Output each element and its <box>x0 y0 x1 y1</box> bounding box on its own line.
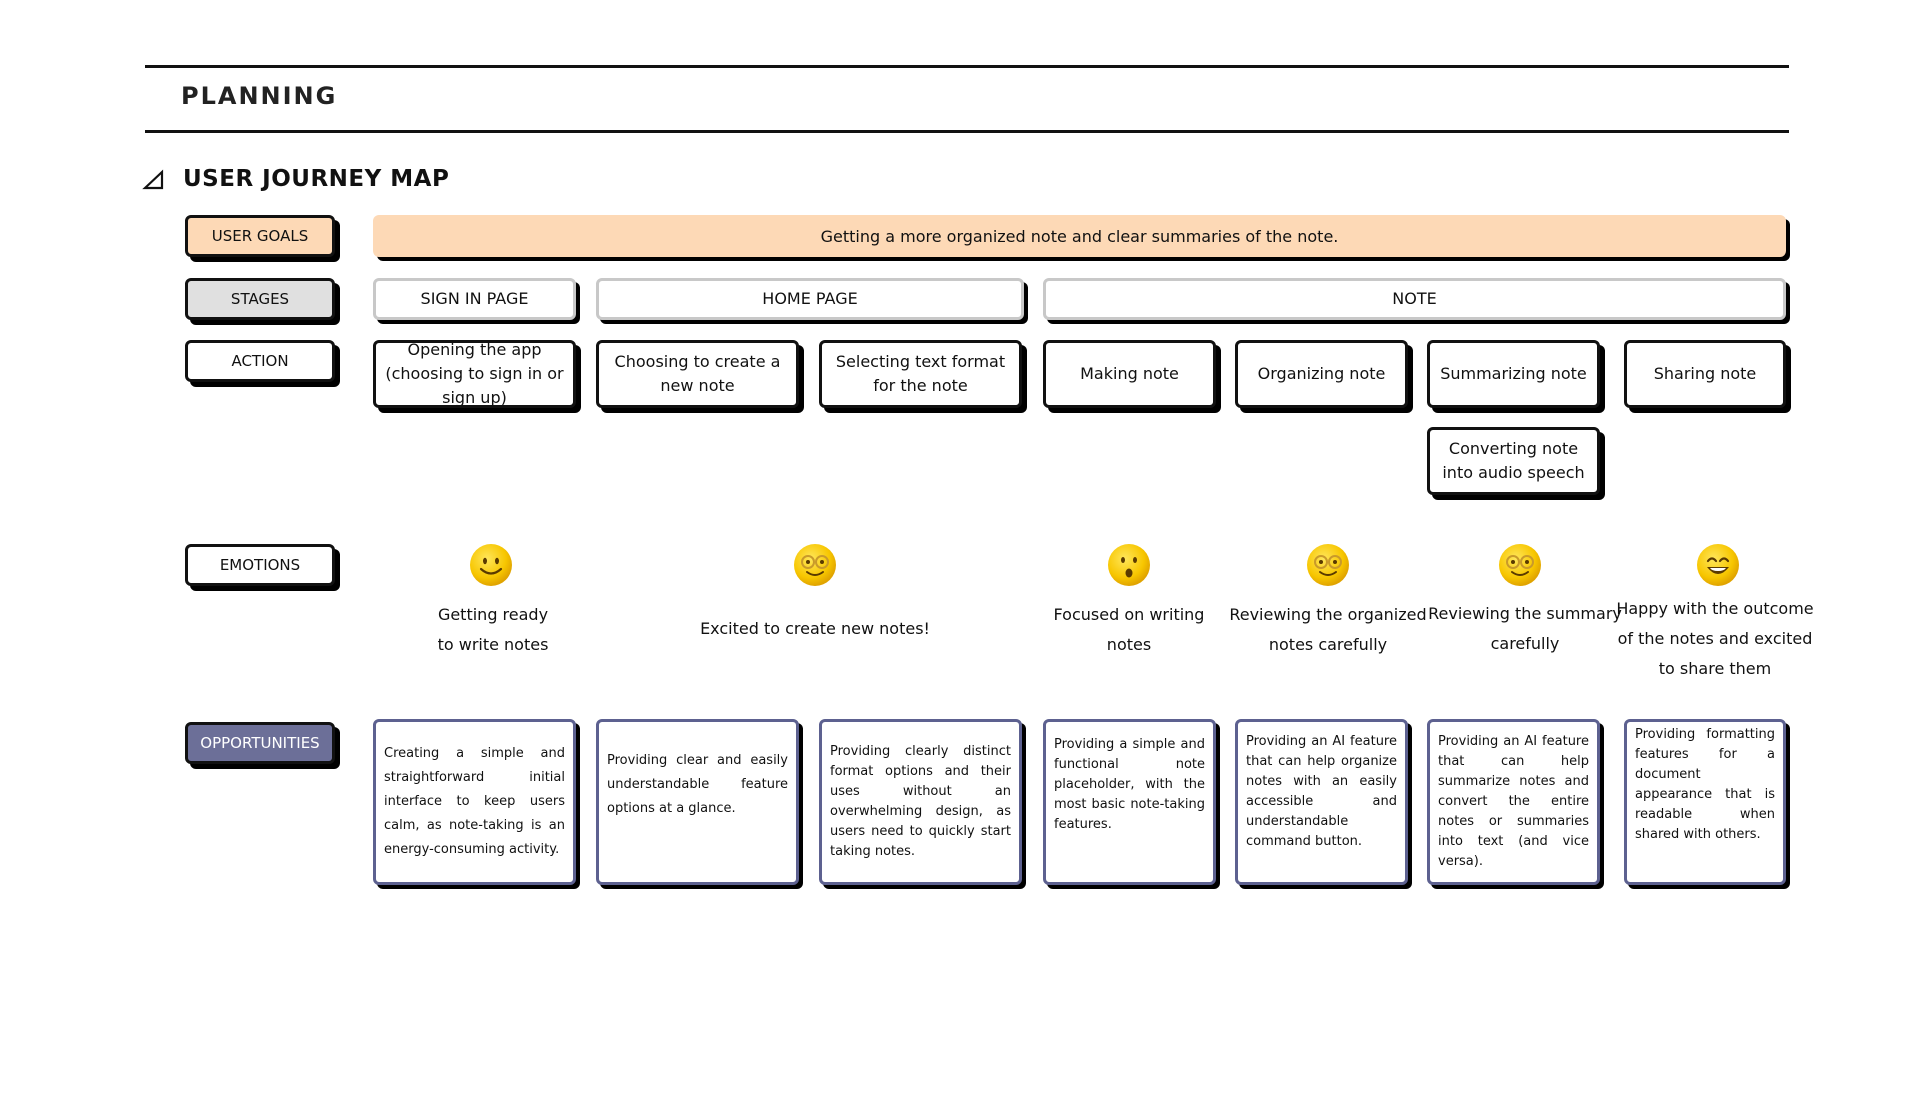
stage-note: NOTE <box>1043 278 1786 320</box>
opportunity-card: Providing clearly distinct format option… <box>819 719 1022 885</box>
emotion-text-organizing: Reviewing the organized notes carefully <box>1223 600 1433 660</box>
stage-home-page: HOME PAGE <box>596 278 1024 320</box>
opportunity-text: Providing a simple and functional note p… <box>1054 737 1205 832</box>
emotion-line: Getting ready <box>437 605 549 624</box>
emotions-label: EMOTIONS <box>185 544 335 586</box>
emotion-text-home: Excited to create new notes! <box>660 614 970 644</box>
grinning-face-icon <box>1697 544 1739 586</box>
nerd-face-icon <box>794 544 836 586</box>
emotion-line: to share them <box>1658 659 1772 678</box>
action-create-note: Choosing to create a new note <box>596 340 799 408</box>
emotion-line: Focused on writing <box>1053 605 1205 624</box>
emotion-line: Reviewing the summary <box>1428 604 1622 623</box>
opportunity-text: Providing an AI feature that can help or… <box>1246 734 1397 849</box>
page-title: PLANNING <box>181 82 338 110</box>
opportunity-text: Providing clear and easily understandabl… <box>607 753 788 816</box>
opportunity-text: Providing an AI feature that can help su… <box>1438 734 1589 869</box>
smiling-face-icon <box>470 544 512 586</box>
opportunity-card: Providing an AI feature that can help or… <box>1235 719 1408 885</box>
opportunity-text: Providing formatting features for a docu… <box>1635 727 1775 842</box>
action-organizing-note: Organizing note <box>1235 340 1408 408</box>
triangle-icon <box>142 169 164 190</box>
opportunity-text: Creating a simple and straightforward in… <box>384 746 565 857</box>
opportunity-card: Providing clear and easily understandabl… <box>596 719 799 885</box>
action-opening-app: Opening the app (choosing to sign in or … <box>373 340 576 408</box>
user-goal-bar: Getting a more organized note and clear … <box>373 215 1786 257</box>
header-top-rule <box>145 65 1789 68</box>
opportunity-text: Providing clearly distinct format option… <box>830 744 1011 859</box>
nerd-face-icon <box>1499 544 1541 586</box>
action-summarizing-note: Summarizing note <box>1427 340 1600 408</box>
action-label: ACTION <box>185 340 335 382</box>
opportunity-card: Providing formatting features for a docu… <box>1624 719 1786 885</box>
opportunity-card: Creating a simple and straightforward in… <box>373 719 576 885</box>
emotion-text-summarizing: Reviewing the summary carefully <box>1425 599 1625 659</box>
emotion-line: Reviewing the organized <box>1229 605 1427 624</box>
emotion-line: notes carefully <box>1268 635 1388 654</box>
nerd-face-icon <box>1307 544 1349 586</box>
emotion-line: notes <box>1106 635 1152 654</box>
emotion-line: of the notes and excited <box>1617 629 1813 648</box>
user-goals-label: USER GOALS <box>185 215 335 257</box>
action-sharing-note: Sharing note <box>1624 340 1786 408</box>
emotion-line: to write notes <box>437 635 549 654</box>
emotion-line: Happy with the outcome <box>1616 599 1814 618</box>
action-making-note: Making note <box>1043 340 1216 408</box>
action-select-format: Selecting text format for the note <box>819 340 1022 408</box>
emotion-text-making-note: Focused on writing notes <box>1039 600 1219 660</box>
emotion-line: Excited to create new notes! <box>700 619 930 638</box>
emotion-text-sharing: Happy with the outcome of the notes and … <box>1615 594 1815 684</box>
section-title: USER JOURNEY MAP <box>183 166 450 192</box>
opportunity-card: Providing an AI feature that can help su… <box>1427 719 1600 885</box>
emotion-text-sign-in: Getting ready to write notes <box>393 600 593 660</box>
emotion-line: carefully <box>1490 634 1560 653</box>
opportunity-card: Providing a simple and functional note p… <box>1043 719 1216 885</box>
header-bottom-rule <box>145 130 1789 133</box>
surprised-face-icon <box>1108 544 1150 586</box>
opportunities-label: OPPORTUNITIES <box>185 722 335 764</box>
stages-label: STAGES <box>185 278 335 320</box>
action-audio-speech: Converting note into audio speech <box>1427 427 1600 495</box>
stage-sign-in-page: SIGN IN PAGE <box>373 278 576 320</box>
